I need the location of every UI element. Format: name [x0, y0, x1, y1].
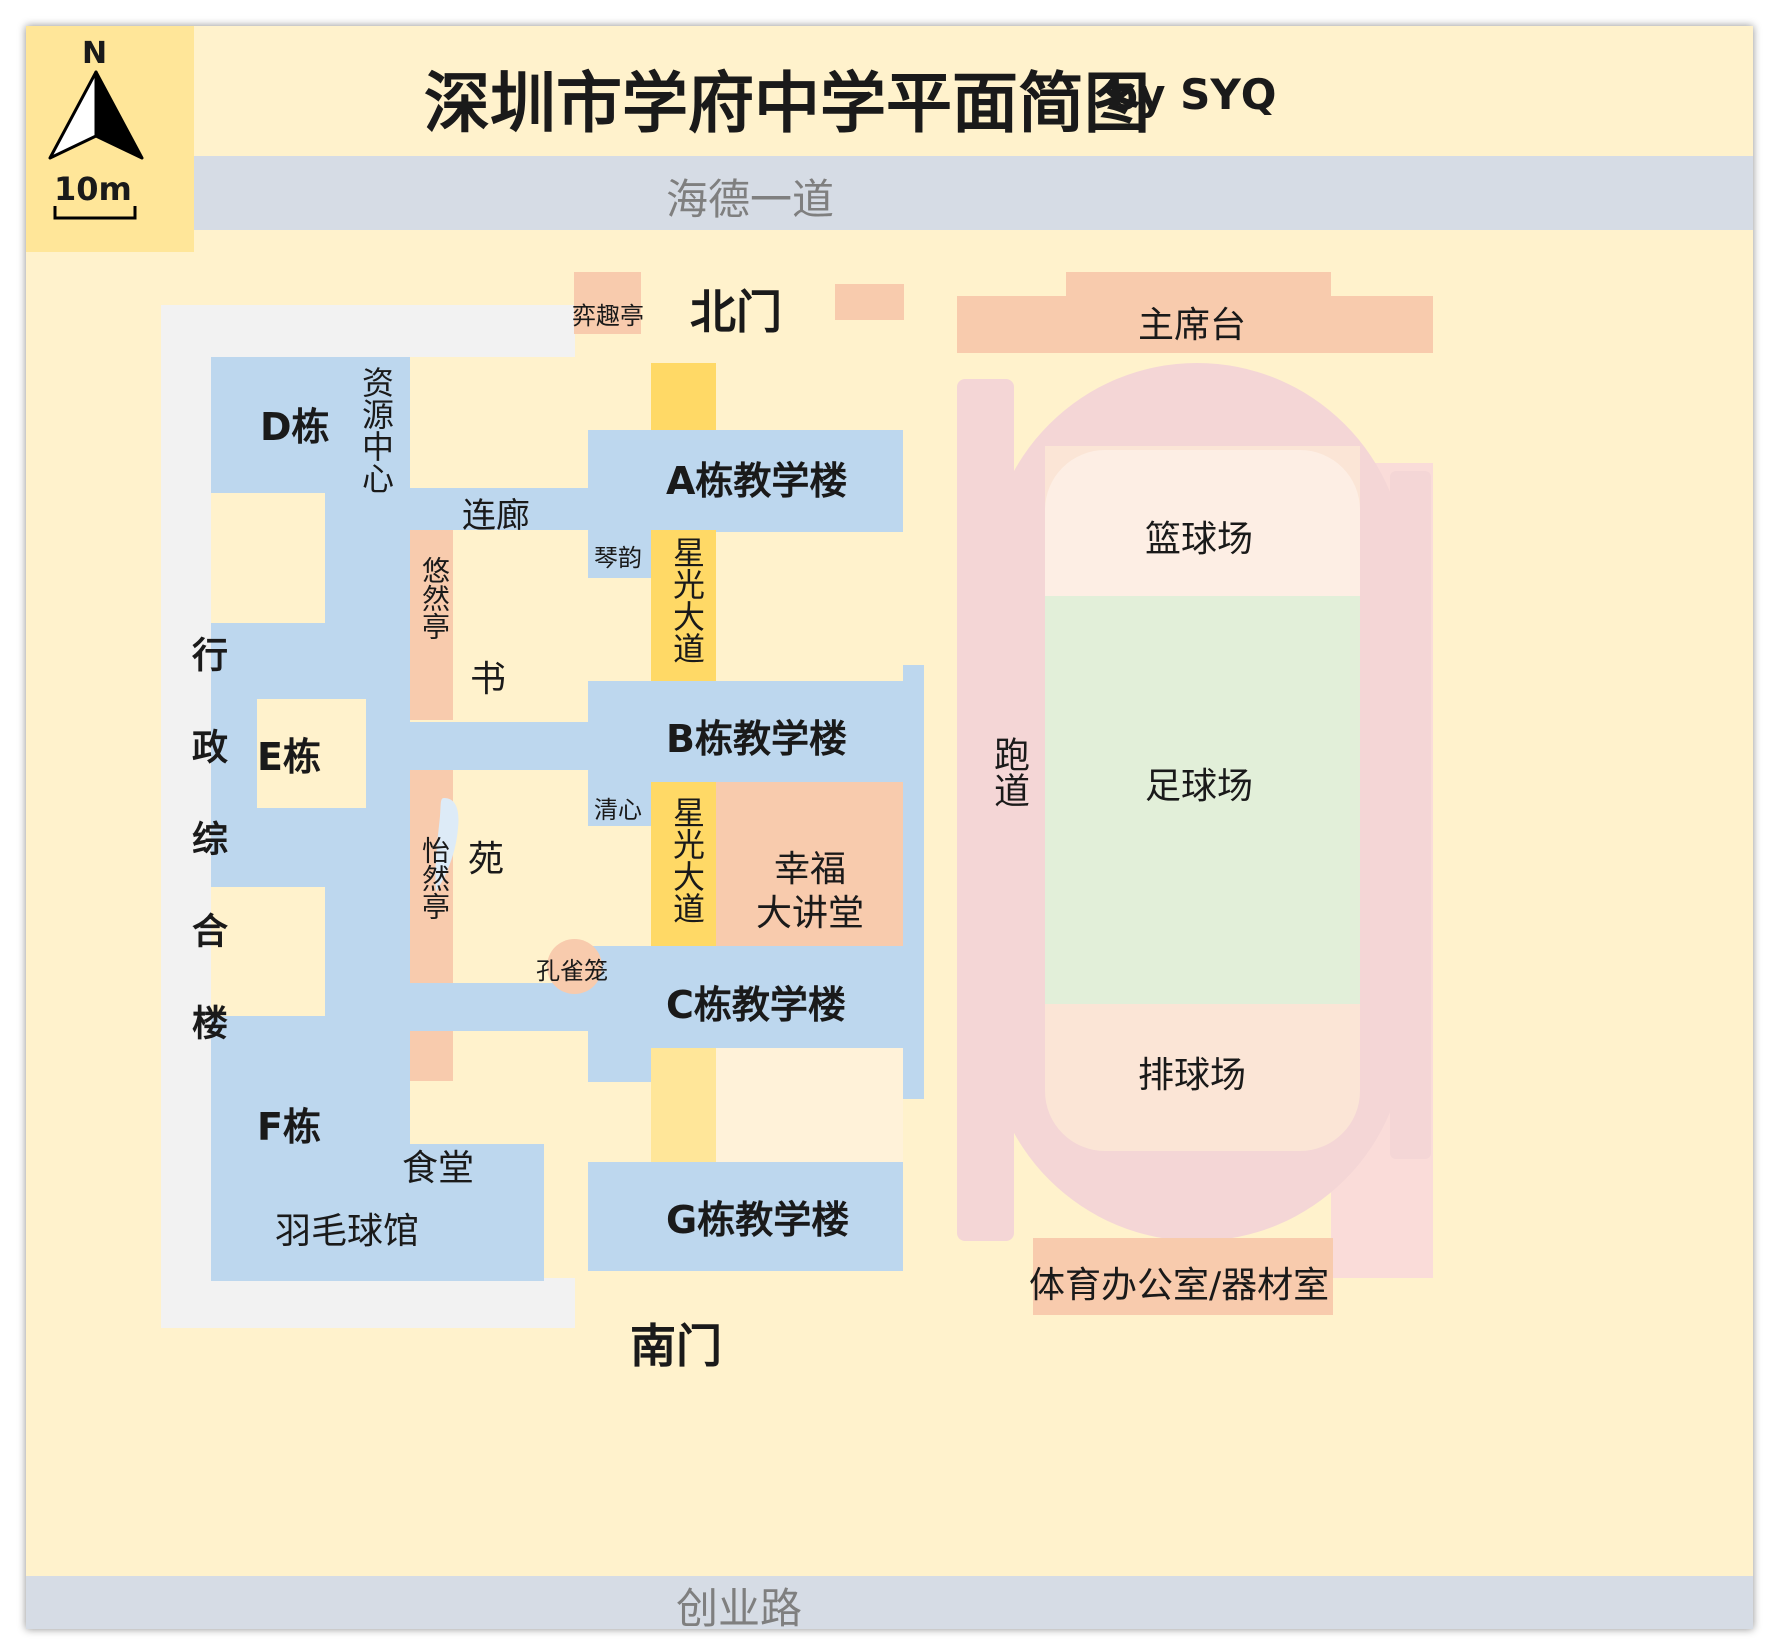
- north-road-label: 海德一道: [666, 175, 835, 224]
- south-lawn: [716, 1048, 903, 1162]
- football-label: 足球场: [1145, 766, 1254, 807]
- badminton-label: 羽毛球馆: [275, 1211, 420, 1252]
- admin-building-label: 行政综合楼: [186, 636, 227, 1096]
- basketball-label: 篮球场: [1145, 519, 1254, 560]
- avenue-label-lower: 星光大道: [668, 796, 706, 924]
- corridor-block: [410, 488, 590, 530]
- west-courtyard-upper: [211, 493, 325, 623]
- football-field: [1045, 596, 1360, 1006]
- east-connector: [903, 665, 924, 1099]
- scale-bar-icon: [53, 206, 137, 220]
- west-courtyard-lower: [211, 887, 325, 1016]
- yiqu-pavilion-label: 弈趣亭: [572, 302, 644, 330]
- track-label: 跑道: [988, 736, 1029, 808]
- avenue-upper: [651, 530, 716, 681]
- school-map: N 10m 深圳市学府中学平面简图 by SYQ 海德一道 创业路 北门 南门: [26, 26, 1753, 1629]
- qingxin-link: [588, 780, 651, 826]
- garden-char-1: 书: [470, 659, 507, 700]
- qinyun-link: [588, 530, 651, 578]
- walkway-bottom: [161, 1278, 575, 1328]
- volleyball-court: [1045, 1004, 1360, 1151]
- pond: [435, 798, 459, 892]
- peacock-cage: [547, 939, 602, 994]
- north-arrow-icon: [48, 70, 144, 160]
- yiqu-pavilion-box: [574, 272, 641, 334]
- d-block-label: D栋: [260, 405, 330, 449]
- stand-top: [1066, 272, 1331, 298]
- small-pavilion-box: [410, 1031, 453, 1081]
- c-corridor: [410, 983, 590, 1031]
- north-label: N: [82, 36, 108, 71]
- b-block: [588, 681, 903, 782]
- resource-center-label: 资源中心: [357, 366, 395, 494]
- avenue-north-stub: [651, 363, 716, 430]
- g-block: [588, 1162, 903, 1271]
- map-author: by SYQ: [1108, 70, 1277, 119]
- stand-base: [957, 296, 1433, 353]
- north-road: [194, 156, 1753, 230]
- avenue-lower: [651, 782, 716, 946]
- south-gate: 南门: [630, 1319, 722, 1373]
- lecture-hall-label-1: 幸福: [774, 849, 847, 890]
- qinyun-label: 琴韵: [594, 544, 642, 572]
- stand-label: 主席台: [1138, 305, 1247, 346]
- canteen-label: 食堂: [402, 1148, 475, 1189]
- pe-office-label: 体育办公室/器材室: [1029, 1265, 1330, 1306]
- walkway-top: [161, 305, 575, 357]
- lecture-hall: [716, 782, 903, 946]
- b-block-label: B栋教学楼: [666, 717, 847, 761]
- b-corridor: [410, 722, 590, 770]
- yiran-pavilion-label: 怡然亭: [418, 836, 451, 920]
- c-block: [588, 946, 903, 1048]
- qingxin-label: 清心: [594, 796, 642, 824]
- badminton-hall: [211, 1144, 544, 1281]
- map-title: 深圳市学府中学平面简图: [424, 65, 1150, 142]
- youran-pavilion-label: 悠然亭: [418, 556, 451, 640]
- volleyball-label: 排球场: [1138, 1055, 1247, 1096]
- corridor-label: 连廊: [462, 496, 530, 536]
- peacock-cage-label: 孔雀笼: [536, 957, 608, 985]
- lecture-hall-label-2: 大讲堂: [756, 893, 865, 934]
- e-courtyard: [257, 699, 366, 808]
- avenue-label-upper: 星光大道: [668, 536, 706, 664]
- pe-office: [1033, 1238, 1333, 1315]
- walkway-left: [161, 305, 211, 1328]
- f-block-label: F栋: [257, 1105, 321, 1149]
- avenue-south-stub: [651, 1048, 716, 1162]
- a-block-label: A栋教学楼: [666, 459, 848, 503]
- youran-pavilion-box: [410, 530, 453, 720]
- south-road-label: 创业路: [676, 1584, 803, 1629]
- c-link: [588, 1044, 651, 1082]
- c-block-label: C栋教学楼: [666, 983, 846, 1027]
- scale-label: 10m: [54, 170, 132, 208]
- track-east: [1390, 471, 1431, 1159]
- north-gate: 北门: [690, 285, 782, 339]
- a-block: [588, 430, 903, 532]
- north-gate-pier: [835, 284, 904, 320]
- south-road: [26, 1576, 1753, 1629]
- garden-char-2: 苑: [468, 839, 505, 880]
- g-block-label: G栋教学楼: [666, 1198, 850, 1242]
- e-block-label: E栋: [257, 735, 321, 779]
